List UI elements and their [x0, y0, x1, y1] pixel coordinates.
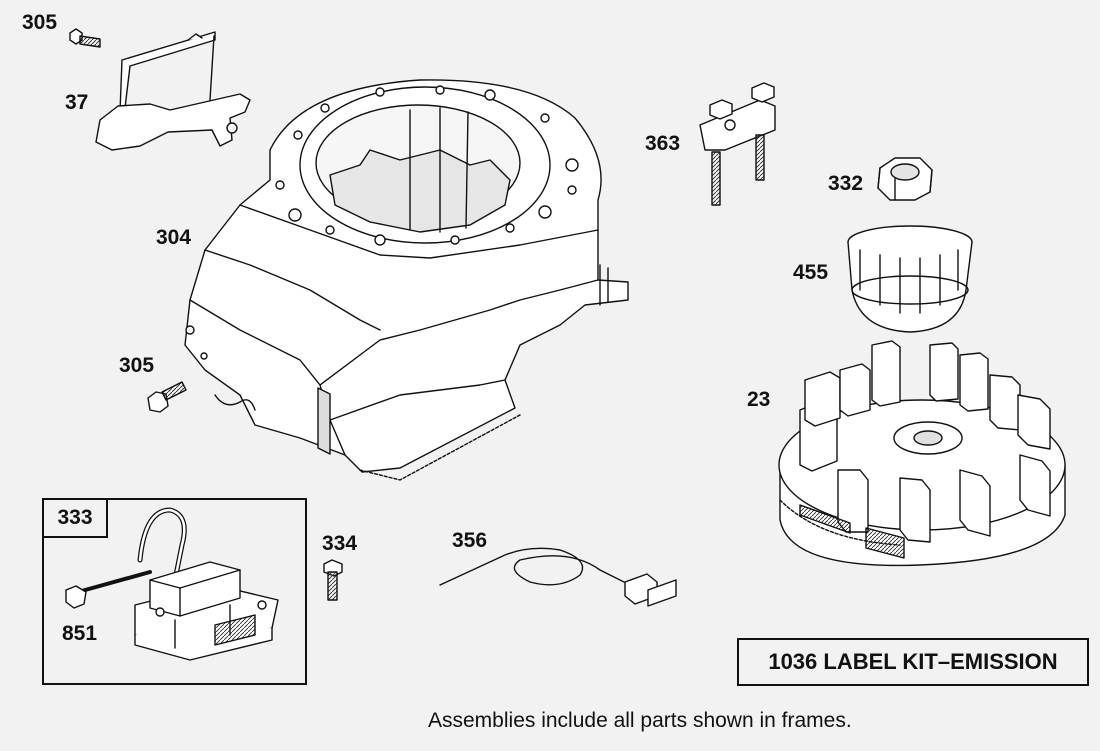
- label-37: 37: [65, 91, 89, 114]
- blower-housing-304: [184, 79, 629, 481]
- frame-label-333: 333: [44, 500, 108, 538]
- label-334: 334: [322, 532, 358, 555]
- screw-305-top: [69, 28, 101, 48]
- label-kit-box: 1036 LABEL KIT–EMISSION: [737, 638, 1089, 686]
- label-455: 455: [793, 261, 829, 284]
- flywheel-23: [778, 340, 1066, 567]
- bracket-363: [699, 82, 776, 206]
- armature-333: [65, 507, 279, 661]
- bracket-37: [95, 31, 251, 151]
- label-332: 332: [828, 172, 864, 195]
- label-363: 363: [645, 132, 681, 155]
- label-304: 304: [156, 226, 192, 249]
- label-23: 23: [747, 388, 771, 411]
- assembly-frame-333: 333: [42, 498, 307, 685]
- assemblies-footnote: Assemblies include all parts shown in fr…: [428, 709, 852, 732]
- nut-332: [877, 157, 933, 201]
- screw-305-mid: [147, 381, 187, 413]
- cup-455: [847, 225, 973, 333]
- label-356: 356: [452, 529, 488, 552]
- label-305-mid: 305: [119, 354, 155, 377]
- screw-334: [323, 559, 343, 601]
- label-305-top: 305: [22, 11, 58, 34]
- wire-356: [439, 547, 677, 607]
- label-851: 851: [62, 622, 98, 645]
